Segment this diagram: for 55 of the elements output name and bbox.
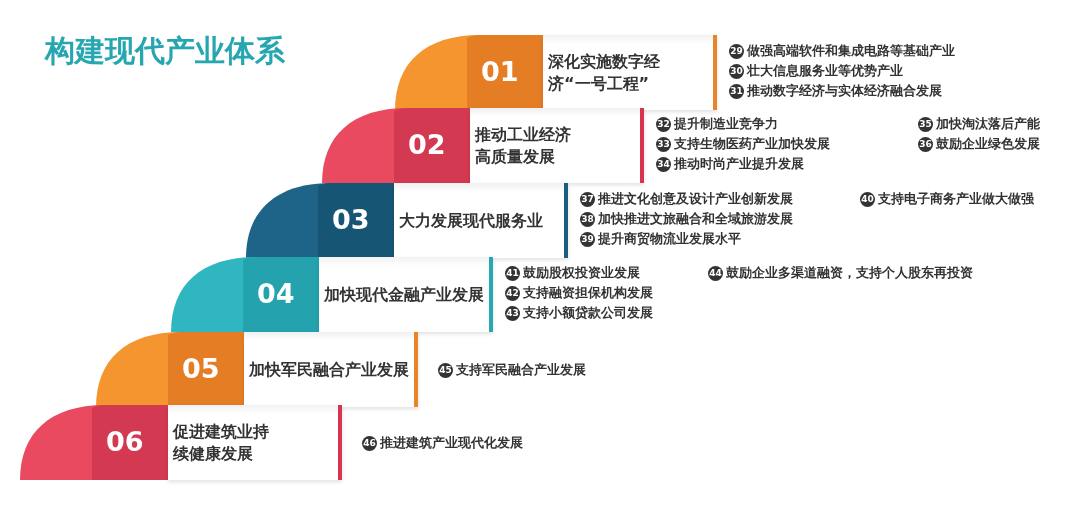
title: 构建现代产业体系 [45, 32, 285, 70]
number-badge: 42 [505, 286, 520, 301]
number-badge: 41 [505, 266, 520, 281]
step-heading: 深化实施数字经济“一号工程” [548, 50, 661, 95]
number-badge: 39 [580, 232, 595, 247]
step-heading: 促进建筑业持续健康发展 [173, 420, 270, 465]
number-badge: 46 [362, 436, 377, 451]
step-card [244, 332, 418, 407]
number-badge: 32 [656, 117, 671, 132]
step-number: 06 [106, 426, 144, 458]
measure-text: 推进建筑产业现代化发展 [380, 435, 523, 450]
step-heading: 大力发展现代服务业 [399, 209, 544, 232]
step-card [470, 108, 644, 183]
step-number: 01 [481, 56, 519, 88]
measure-text: 加快推进文旅融合和全域旅游发展 [598, 211, 793, 226]
measure-text: 支持融资担保机构发展 [523, 285, 653, 300]
number-badge: 37 [580, 192, 595, 207]
step-number: 02 [408, 129, 446, 161]
number-badge: 38 [580, 212, 595, 227]
number-badge: 40 [860, 192, 875, 207]
number-badge: 31 [729, 84, 744, 99]
measure-text: 支持军民融合产业发展 [456, 362, 586, 377]
step-number: 04 [257, 278, 295, 310]
step-heading: 推动工业经济高质量发展 [475, 123, 572, 168]
measure-text: 推动数字经济与实体经济融合发展 [747, 83, 942, 98]
measure-text: 支持电子商务产业做大做强 [878, 191, 1034, 206]
step-number: 05 [182, 353, 220, 385]
number-badge: 36 [918, 137, 933, 152]
step-card [168, 405, 342, 480]
number-badge: 29 [729, 44, 744, 59]
step-heading: 加快现代金融产业发展 [324, 283, 485, 306]
measure-text: 壮大信息服务业等优势产业 [747, 63, 903, 78]
number-badge: 44 [708, 266, 723, 281]
measure-text: 做强高端软件和集成电路等基础产业 [747, 43, 955, 58]
step-card [394, 183, 568, 258]
measure-text: 提升商贸物流业发展水平 [598, 231, 741, 246]
number-badge: 43 [505, 306, 520, 321]
step-heading: 加快军民融合产业发展 [249, 358, 410, 381]
measure-text: 提升制造业竞争力 [674, 116, 778, 131]
number-badge: 35 [918, 117, 933, 132]
measure-text: 加快淘汰落后产能 [936, 116, 1040, 131]
number-badge: 30 [729, 64, 744, 79]
number-badge: 34 [656, 157, 671, 172]
number-badge: 45 [438, 363, 453, 378]
number-badge: 33 [656, 137, 671, 152]
measure-text: 支持生物医药产业加快发展 [674, 136, 830, 151]
measure-text: 鼓励企业多渠道融资，支持个人股东再投资 [726, 265, 973, 280]
measure-text: 推动时尚产业提升发展 [674, 156, 804, 171]
measure-text: 鼓励股权投资业发展 [523, 265, 640, 280]
step-number: 03 [332, 204, 370, 236]
measure-text: 鼓励企业绿色发展 [936, 136, 1040, 151]
step-card [319, 257, 493, 332]
step-card [543, 35, 717, 110]
measure-text: 支持小额贷款公司发展 [523, 305, 653, 320]
measure-text: 推进文化创意及设计产业创新发展 [598, 191, 793, 206]
